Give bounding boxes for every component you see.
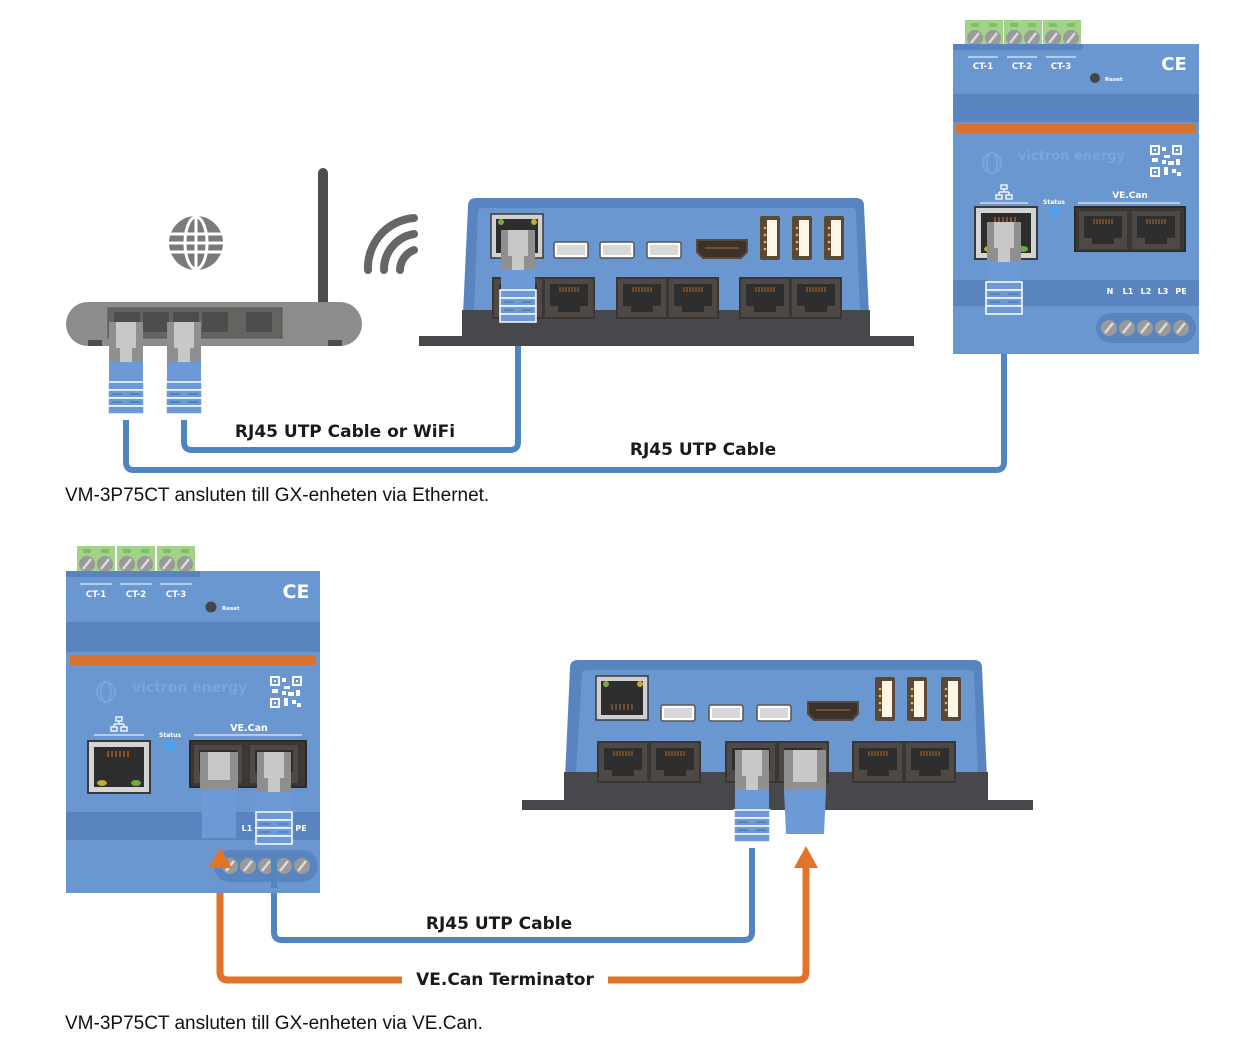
terminal-l1: L1 <box>242 824 253 833</box>
meter-ethernet-plug <box>985 221 1023 315</box>
energy-meter-2: CT-1 CT-2 CT-3 Reset CE victron energy S… <box>66 546 320 893</box>
router-plug-2 <box>165 321 203 415</box>
ct-1-label: CT-1 <box>86 590 106 600</box>
cable-meter-to-gx <box>271 848 755 943</box>
gx-device-2 <box>522 660 1033 868</box>
arrow-head-left <box>208 848 232 868</box>
vecan-label: VE.Can <box>230 723 268 734</box>
reset-label: Reset <box>1105 77 1123 83</box>
globe-icon <box>169 215 223 271</box>
energy-meter-1: CT-1 CT-2 CT-3 Reset CE victron energy S… <box>953 20 1199 354</box>
hdmi-port <box>807 701 859 721</box>
wifi-icon <box>363 214 418 274</box>
ct-2-label: CT-2 <box>1012 62 1032 72</box>
cable-router-to-meter <box>123 310 1007 473</box>
diagram-vecan: CT-1 CT-2 CT-3 Reset CE victron energy S… <box>66 546 1033 990</box>
brand-name: victron energy <box>132 680 247 696</box>
ct-1-label: CT-1 <box>973 62 993 72</box>
status-label: Status <box>1043 199 1065 206</box>
caption-ethernet: VM-3P75CT ansluten till GX-enheten via E… <box>65 485 490 506</box>
gx-vecan-terminator-plug <box>784 750 826 834</box>
terminal-n: N <box>1107 287 1114 296</box>
cable-router-to-gx <box>181 330 521 453</box>
gx-device <box>419 198 914 346</box>
status-led <box>164 740 176 752</box>
victron-logo-icon <box>96 681 116 703</box>
hdmi-port <box>696 239 748 259</box>
arrow-head-right <box>794 846 818 868</box>
router-plug-1 <box>107 321 145 415</box>
ce-mark: CE <box>1161 54 1187 75</box>
label-rj45-cable-2: RJ45 UTP Cable <box>426 914 572 934</box>
ct-2-label: CT-2 <box>126 590 146 600</box>
reset-button <box>205 601 217 613</box>
victron-logo-icon <box>982 152 1002 174</box>
terminal-l1: L1 <box>1123 287 1134 296</box>
terminal-pe: PE <box>295 824 306 833</box>
label-rj45-or-wifi: RJ45 UTP Cable or WiFi <box>235 422 455 442</box>
gx-ethernet-plug <box>499 229 537 323</box>
qr-code-icon <box>270 676 302 708</box>
terminal-pe: PE <box>1175 287 1186 296</box>
vecan-cable-plug <box>255 751 293 845</box>
ct-3-label: CT-3 <box>166 590 186 600</box>
status-led <box>1049 207 1059 217</box>
router <box>66 168 418 415</box>
ct-3-label: CT-3 <box>1051 62 1071 72</box>
reset-label: Reset <box>222 606 240 612</box>
caption-vecan: VM-3P75CT ansluten till GX-enheten via V… <box>65 1013 483 1034</box>
terminal-l2: L2 <box>1141 287 1152 296</box>
gx-vecan-cable-plug <box>733 749 771 843</box>
vecan-label: VE.Can <box>1112 191 1148 201</box>
ce-mark: CE <box>283 581 310 603</box>
router-antenna <box>318 168 328 328</box>
brand-name: victron energy <box>1018 149 1126 164</box>
reset-button <box>1090 73 1100 83</box>
label-vecan-terminator: VE.Can Terminator <box>416 970 594 990</box>
diagram-ethernet: CT-1 CT-2 CT-3 Reset CE victron energy S… <box>66 20 1199 473</box>
label-rj45-cable-1: RJ45 UTP Cable <box>630 440 776 460</box>
terminator-arrow-path <box>216 862 810 984</box>
qr-code-icon <box>1150 145 1182 177</box>
status-label: Status <box>159 732 181 739</box>
vecan-terminator-plug <box>200 752 238 838</box>
terminal-l3: L3 <box>1158 287 1169 296</box>
